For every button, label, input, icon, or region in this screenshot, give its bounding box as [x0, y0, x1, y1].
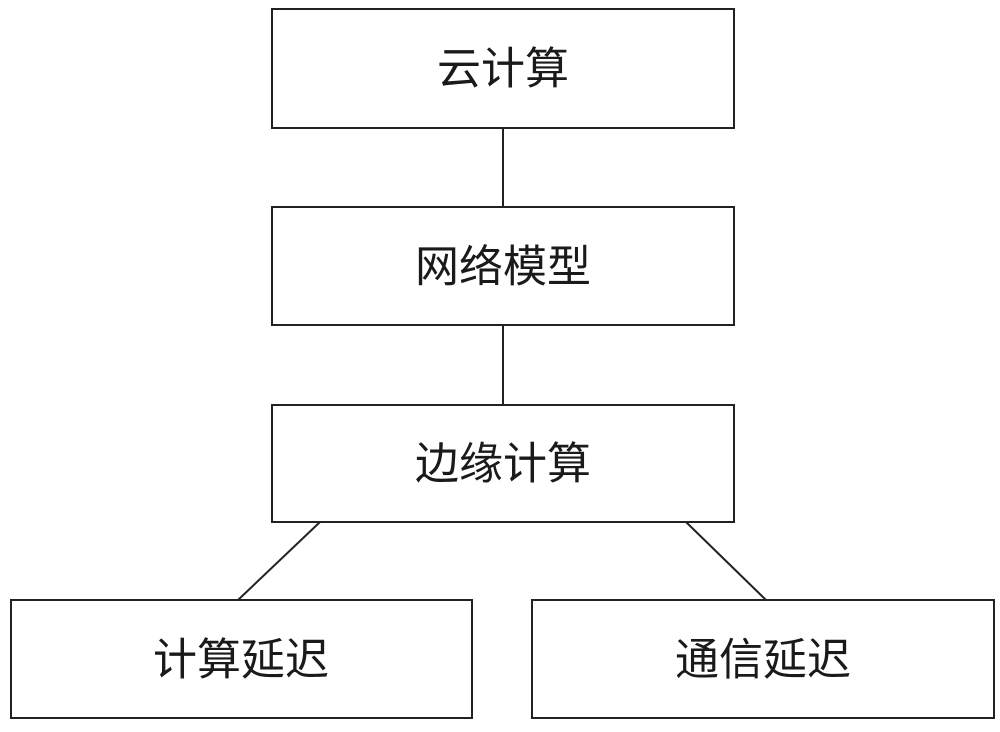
node-network-model-label: 网络模型 — [415, 242, 591, 293]
node-cloud-computing-box — [271, 8, 735, 129]
node-compute-delay-label: 计算延迟 — [153, 635, 329, 686]
node-network-model-box — [271, 206, 735, 326]
node-communication-delay-box — [531, 599, 995, 719]
edge-edge-to-compute-delay — [237, 521, 321, 601]
node-communication-delay: 通信延迟 — [531, 599, 995, 719]
node-cloud-computing: 云计算 — [271, 8, 735, 129]
node-network-model: 网络模型 — [271, 206, 735, 326]
node-cloud-computing-label: 云计算 — [437, 44, 569, 95]
node-compute-delay-box — [10, 599, 473, 719]
edge-edge-to-communication-delay — [685, 521, 767, 601]
node-compute-delay: 计算延迟 — [10, 599, 473, 719]
node-edge-computing-label: 边缘计算 — [415, 439, 591, 490]
node-edge-computing: 边缘计算 — [271, 404, 735, 523]
node-edge-computing-box — [271, 404, 735, 523]
node-communication-delay-label: 通信延迟 — [675, 635, 851, 686]
